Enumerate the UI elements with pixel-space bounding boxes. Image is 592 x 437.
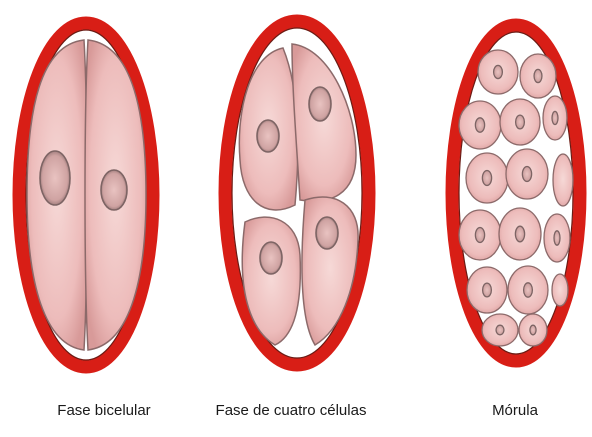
nucleus	[475, 228, 484, 243]
nucleus	[494, 65, 503, 78]
nucleus	[552, 111, 558, 124]
nucleus	[522, 167, 531, 182]
nucleus	[534, 69, 542, 82]
nucleus	[260, 242, 282, 274]
caption-four-cell-stage: Fase de cuatro células	[196, 402, 386, 419]
nucleus	[524, 283, 533, 297]
nucleus	[483, 283, 492, 297]
blastomere	[553, 154, 573, 206]
nucleus	[530, 325, 536, 335]
nucleus	[316, 217, 338, 249]
two-cell-embryo	[19, 23, 153, 367]
nucleus	[40, 151, 70, 205]
nucleus	[496, 325, 504, 335]
nucleus	[475, 118, 484, 132]
nucleus	[554, 231, 560, 245]
nucleus	[309, 87, 331, 121]
morula-embryo	[452, 25, 580, 361]
caption-two-cell-stage: Fase bicelular	[12, 402, 196, 419]
nucleus	[482, 171, 491, 186]
four-cell-embryo	[225, 21, 369, 365]
blastomere	[552, 274, 568, 306]
nucleus	[515, 226, 524, 242]
nucleus	[257, 120, 279, 152]
nucleus	[101, 170, 127, 210]
caption-morula-stage: Mórula	[440, 402, 590, 419]
nucleus	[516, 115, 525, 129]
